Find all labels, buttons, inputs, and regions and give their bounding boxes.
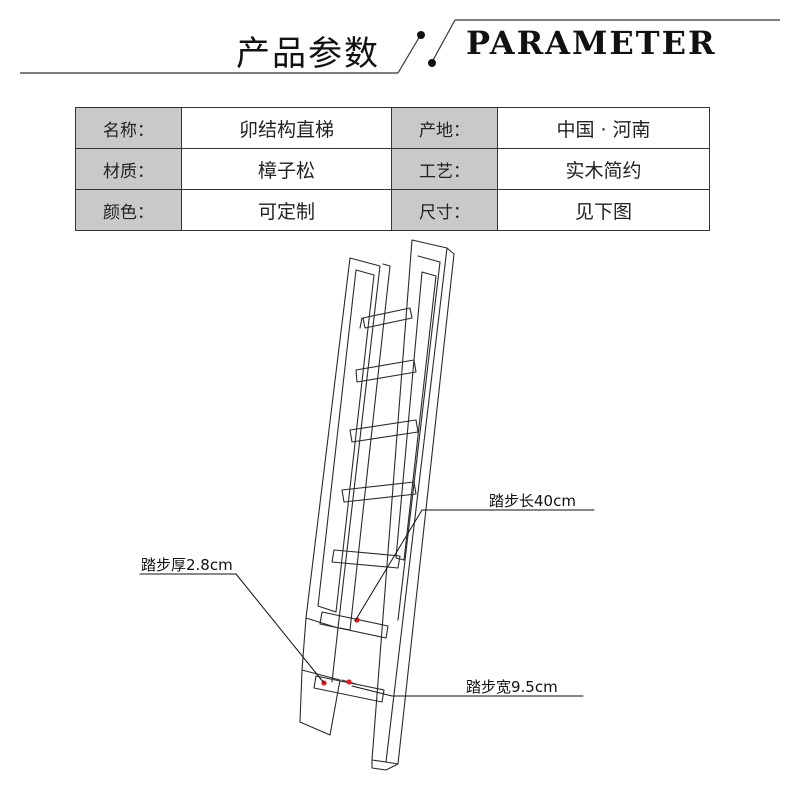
page-title-en: PARAMETER: [466, 24, 717, 62]
annotation-tread-width: 踏步宽9.5cm: [466, 678, 558, 696]
param-label: 颜色：: [75, 189, 182, 231]
marker-dot: [354, 617, 360, 623]
param-label: 名称：: [75, 107, 182, 149]
page-title-cn: 产品参数: [236, 34, 380, 74]
param-value: 可定制: [181, 189, 392, 231]
param-value: 见下图: [497, 189, 710, 231]
ladder-front-rail: [371, 239, 455, 771]
table-row: 名称： 卯结构直梯 产地： 中国 · 河南: [75, 107, 710, 149]
header-decoration: [20, 19, 780, 74]
leader-lines: [139, 509, 595, 697]
param-value: 樟子松: [181, 148, 392, 190]
annotation-tread-thickness: 踏步厚2.8cm: [141, 556, 233, 574]
ladder-rungs: [313, 307, 419, 703]
parameter-table: 名称： 卯结构直梯 产地： 中国 · 河南 材质： 樟子松 工艺： 实木简约 颜…: [75, 107, 710, 231]
param-value: 中国 · 河南: [497, 107, 710, 149]
param-label: 尺寸：: [391, 189, 498, 231]
ladder-back-rail: [305, 257, 391, 631]
param-label: 工艺：: [391, 148, 498, 190]
table-row: 颜色： 可定制 尺寸： 见下图: [75, 189, 710, 231]
marker-dot: [346, 679, 352, 685]
table-row: 材质： 樟子松 工艺： 实木简约: [75, 148, 710, 190]
param-label: 产地：: [391, 107, 498, 149]
ladder-lower-rail: [299, 617, 341, 736]
annotation-tread-length: 踏步长40cm: [489, 492, 576, 510]
